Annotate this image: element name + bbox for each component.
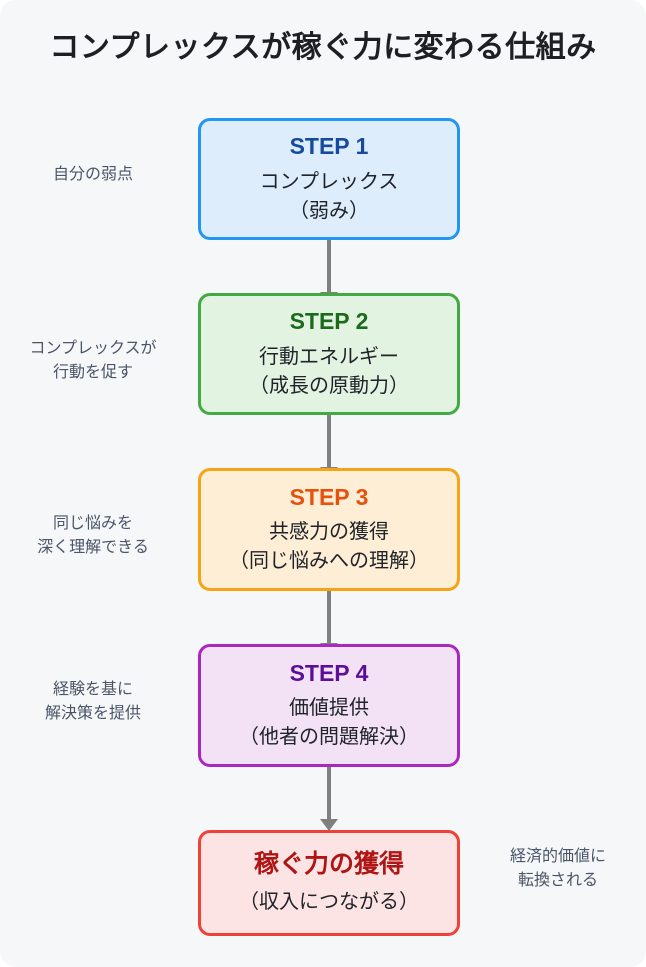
step-1-heading: STEP 1 — [289, 133, 369, 160]
step-2-line-1: 行動エネルギー — [259, 345, 399, 368]
flow-node-step-1[interactable]: STEP 1 コンプレックス （弱み） — [198, 118, 460, 240]
annotation-left-1-line-1: 自分の弱点 — [52, 166, 133, 183]
annotation-left-2: コンプレックスが 行動を促す — [0, 337, 186, 385]
step-2-heading: STEP 2 — [289, 308, 369, 335]
step-3-line-1: 共感力の獲得 — [269, 521, 389, 544]
flow-node-step-3[interactable]: STEP 3 共感力の獲得 （同じ悩みへの理解） — [198, 468, 460, 591]
step-1-line-1: コンプレックス — [259, 170, 399, 193]
arrow-step-2-to-step-3 — [320, 415, 338, 479]
annotation-right-1-line-2: 転換される — [517, 872, 598, 889]
step-4-line-2: （他者の問題解決） — [239, 726, 419, 749]
arrow-step-1-to-step-2 — [320, 240, 338, 304]
step-1-line-2: （弱み） — [289, 199, 369, 222]
flow-node-step-2[interactable]: STEP 2 行動エネルギー （成長の原動力） — [198, 293, 460, 415]
annotation-left-2-line-2: 行動を促す — [52, 364, 133, 381]
arrow-step-3-to-step-4 — [320, 591, 338, 655]
arrow-step-4-to-outcome — [320, 767, 338, 831]
step-2-line-2: （成長の原動力） — [249, 374, 409, 397]
step-4-heading: STEP 4 — [289, 659, 369, 686]
annotation-left-1: 自分の弱点 — [0, 163, 186, 187]
flow-node-step-4[interactable]: STEP 4 価値提供 （他者の問題解決） — [198, 644, 460, 767]
annotation-left-3-line-2: 深く理解できる — [37, 539, 149, 556]
step-4-line-1: 価値提供 — [289, 697, 369, 720]
annotation-left-3: 同じ悩みを 深く理解できる — [0, 512, 186, 560]
annotation-left-4: 経験を基に 解決策を提供 — [0, 678, 186, 726]
annotation-left-4-line-2: 解決策を提供 — [44, 705, 141, 722]
annotation-left-3-line-1: 同じ悩みを — [52, 515, 133, 532]
page-title: コンプレックスが稼ぐ力に変わる仕組み — [49, 31, 597, 64]
flow-node-outcome[interactable]: 稼ぐ力の獲得 （収入につながる） — [198, 830, 460, 936]
step-3-line-2: （同じ悩みへの理解） — [229, 550, 429, 573]
outcome-line-1: （収入につながる） — [239, 890, 419, 913]
annotation-left-4-line-1: 経験を基に — [52, 681, 133, 698]
annotation-right-1-line-1: 経済的価値に — [509, 848, 606, 865]
annotation-right-1: 経済的価値に 転換される — [470, 845, 646, 893]
outcome-heading: 稼ぐ力の獲得 — [253, 850, 404, 879]
annotation-left-2-line-1: コンプレックスが — [29, 340, 157, 357]
step-3-heading: STEP 3 — [289, 483, 369, 510]
